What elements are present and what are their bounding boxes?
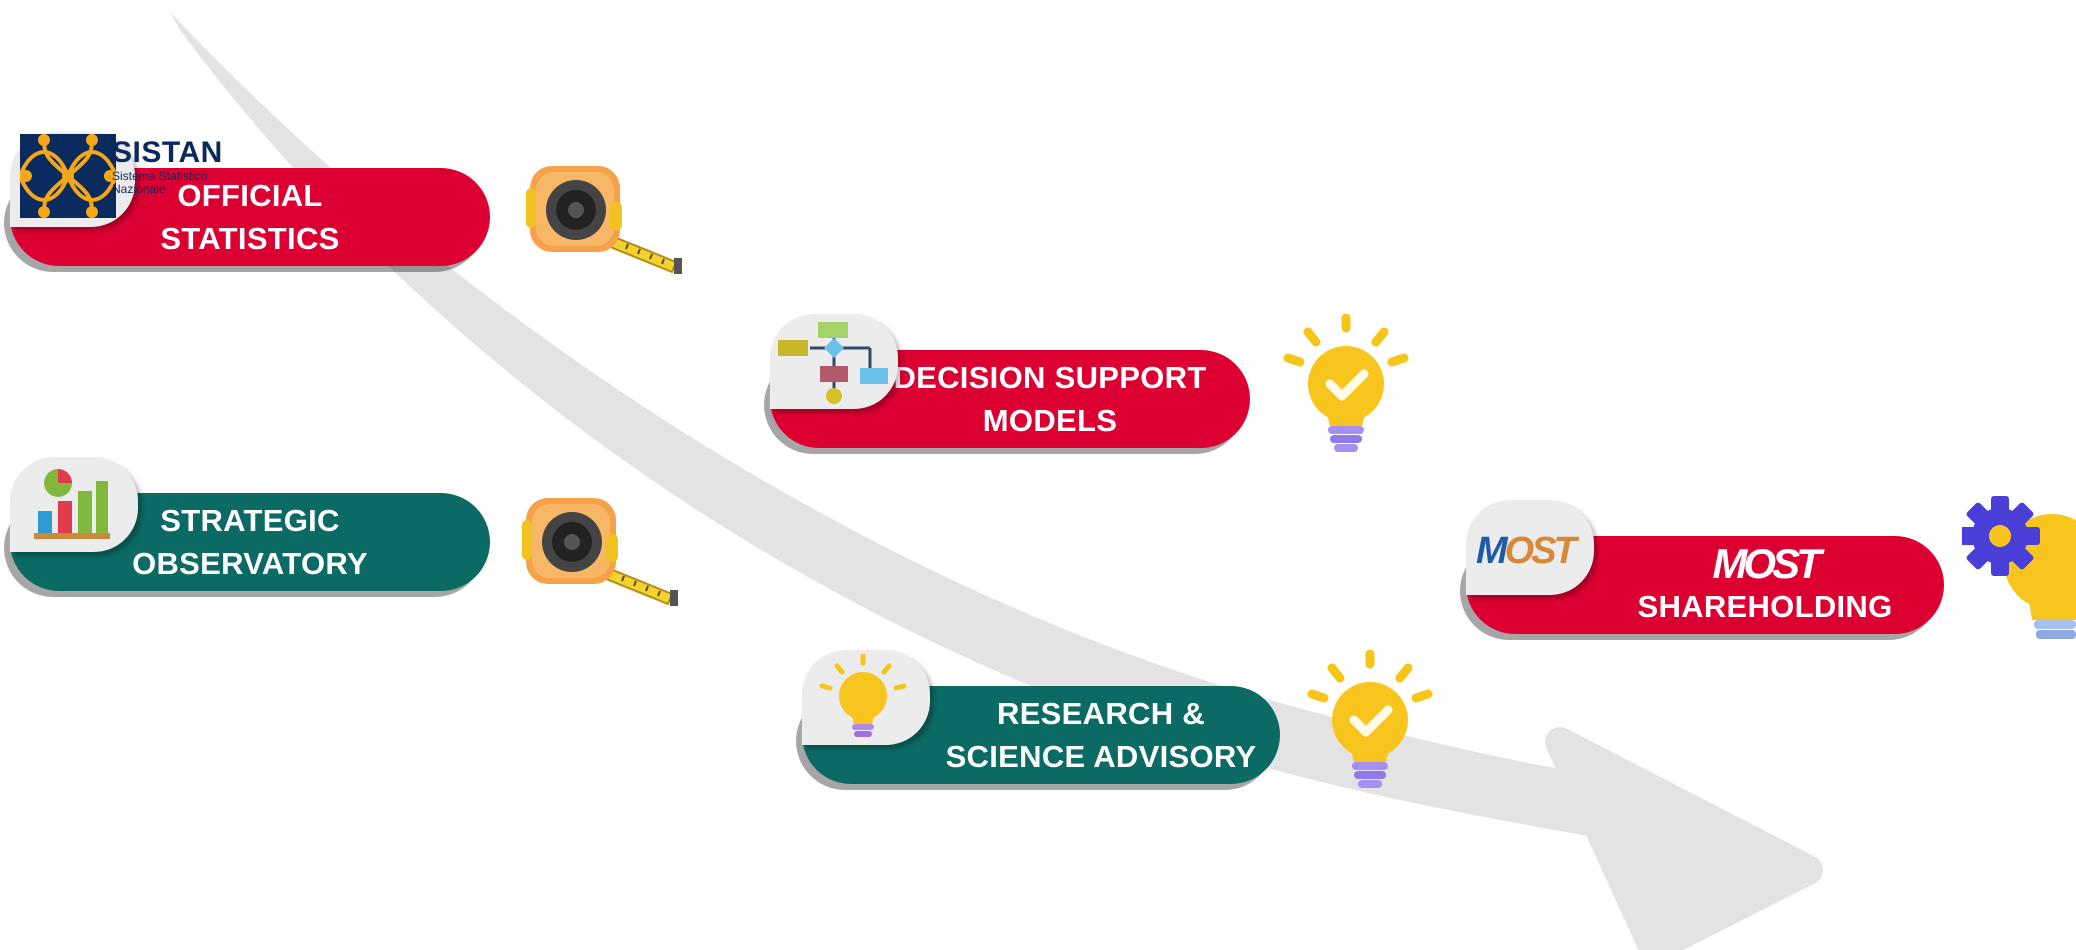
sistan-sub-1: Sistema Statistico xyxy=(112,169,208,183)
research-advisory-line-1: RESEARCH & xyxy=(997,696,1205,731)
gear-lightbulb-icon xyxy=(1962,496,2076,639)
official-statistics-line-1: OFFICIAL xyxy=(177,178,323,213)
decision-support-line-1: DECISION SUPPORT xyxy=(893,360,1207,395)
flow-arrow-head xyxy=(1545,727,1823,950)
most-logo-tab xyxy=(1466,500,1594,595)
card-strategic-observatory: STRATEGIC OBSERVATORY xyxy=(10,455,490,595)
lightbulb-icon xyxy=(819,654,907,737)
lightbulb-check-icon-2 xyxy=(1307,650,1433,788)
strategic-observatory-line-1: STRATEGIC xyxy=(160,503,340,538)
research-advisory-line-2: SCIENCE ADVISORY xyxy=(945,739,1257,774)
most-logo-white: MOST xyxy=(1712,539,1821,587)
sistan-wordmark: SISTAN Sistema Statistico Nazionale xyxy=(112,136,223,196)
most-shareholding-line-2: SHAREHOLDING xyxy=(1637,588,1893,624)
card-official-statistics: OFFICIAL STATISTICS SISTAN Sistema Stati… xyxy=(10,130,490,270)
card-most-shareholding: MOST SHAREHOLDING MOST xyxy=(1466,500,1944,640)
decision-support-line-2: MODELS xyxy=(982,403,1118,438)
most-logo: MOST xyxy=(1476,530,1577,573)
most-logo-part-1: M xyxy=(1476,530,1508,572)
tape-measure-icon xyxy=(526,166,682,274)
flowchart-icon xyxy=(778,322,888,404)
official-statistics-line-2: STATISTICS xyxy=(160,221,340,256)
sistan-logo-icon xyxy=(20,134,116,218)
card-research-science-advisory: RESEARCH & SCIENCE ADVISORY xyxy=(802,650,1280,790)
most-logo-part-2: OST xyxy=(1504,530,1577,572)
bar-chart-icon xyxy=(34,469,110,539)
sistan-title: SISTAN xyxy=(112,136,223,169)
card-decision-support-models: DECISION SUPPORT MODELS xyxy=(770,312,1250,452)
flow-arrow-shaft xyxy=(170,12,1640,840)
sistan-sub-2: Nazionale xyxy=(112,182,166,196)
strategic-observatory-line-2: OBSERVATORY xyxy=(132,546,368,581)
tape-measure-icon-2 xyxy=(522,498,678,606)
lightbulb-check-icon xyxy=(1283,314,1409,452)
